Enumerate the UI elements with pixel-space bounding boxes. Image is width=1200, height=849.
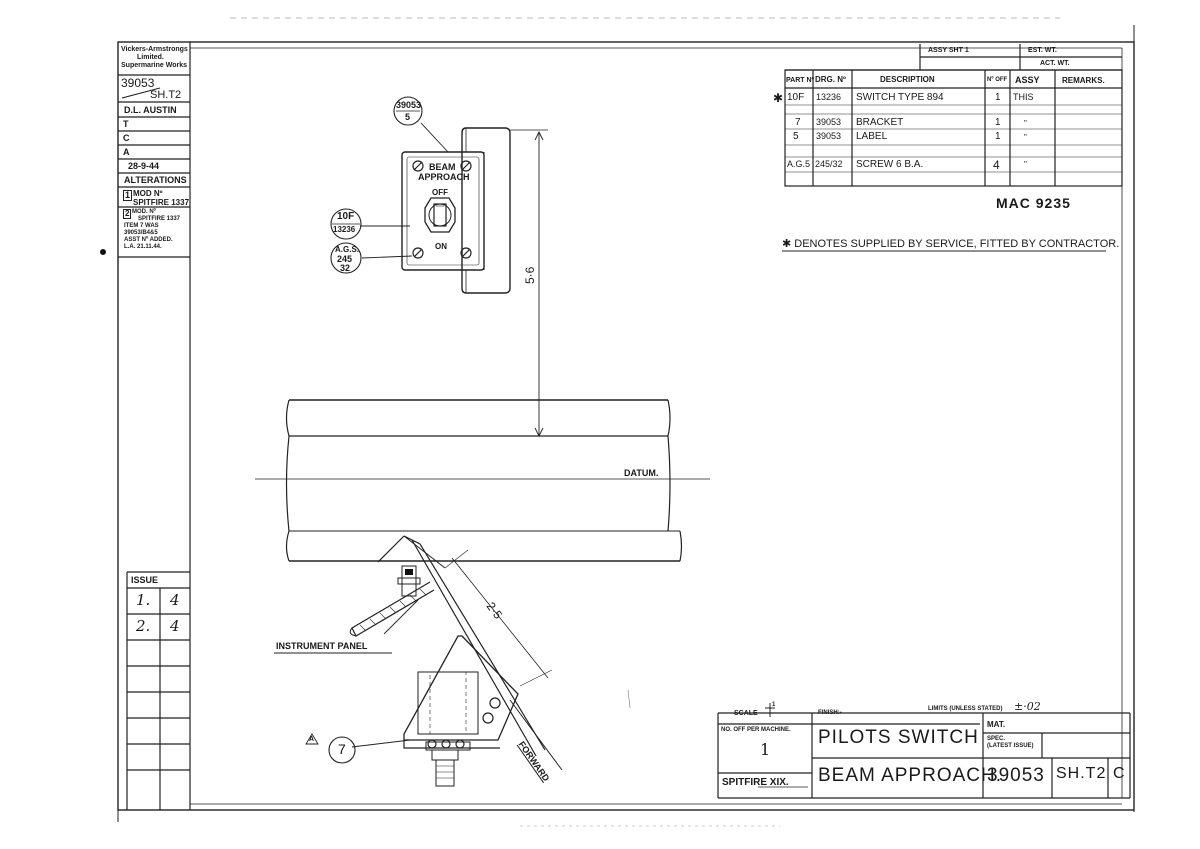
screw-callout-size: 32 bbox=[340, 263, 351, 273]
row-4-drg: 245/32 bbox=[815, 159, 843, 169]
alteration-2-line-3: ITEM 7 WAS bbox=[124, 223, 159, 229]
row-3-desc: LABEL bbox=[856, 131, 888, 142]
no-off-value: 1 bbox=[760, 740, 771, 759]
no-off-label: NO. OFF PER MACHINE. bbox=[721, 727, 791, 733]
label-callout-drg: 39053 bbox=[396, 100, 422, 110]
row-3-drg: 39053 bbox=[816, 131, 842, 141]
col-header-part: PART Nº bbox=[786, 77, 815, 84]
screw-callout-spec: 245 bbox=[337, 254, 353, 264]
company-line-1: Vickers-Armstrongs bbox=[121, 46, 188, 53]
row-3-off: 1 bbox=[995, 131, 1001, 142]
datum-rail bbox=[255, 399, 710, 562]
issue-2-no: 2. bbox=[136, 617, 151, 635]
sidebar-approver: A bbox=[123, 147, 130, 157]
switch-callout-part: 10F bbox=[337, 211, 355, 222]
alteration-2-line-6: L.A. 21.11.44. bbox=[124, 244, 162, 250]
row-2-assy: " bbox=[1024, 119, 1027, 128]
assy-ref: ASSY SHT 1 bbox=[928, 47, 969, 54]
alteration-2-line-2: SPITFIRE 1337 bbox=[138, 216, 181, 222]
alteration-2-line-5: ASST Nº ADDED. bbox=[124, 237, 173, 243]
limits-label: LIMITS (UNLESS STATED) bbox=[928, 706, 1003, 712]
row-1-desc: SWITCH TYPE 894 bbox=[856, 92, 944, 103]
supply-note: ✱ DENOTES SUPPLIED BY SERVICE, FITTED BY… bbox=[782, 238, 1120, 250]
alteration-2-text: MOD. Nº SPITFIRE 1337 ITEM 7 WAS 39053/B… bbox=[124, 209, 181, 251]
row-2-drg: 39053 bbox=[816, 117, 842, 127]
vertical-dimension: 5·6 bbox=[523, 266, 537, 284]
scale-value: 1 bbox=[772, 702, 776, 708]
row-2-part: 7 bbox=[795, 117, 801, 128]
col-header-drg: DRG. Nº bbox=[815, 75, 846, 84]
title-sheet: SH.T2 bbox=[1056, 765, 1107, 782]
sidebar-drawing-no: 39053 bbox=[121, 76, 155, 90]
panel-text-off: OFF bbox=[432, 188, 448, 197]
sidebar-checker: C bbox=[123, 133, 130, 143]
company-name: Vickers-Armstrongs Limited. Supermarine … bbox=[121, 46, 188, 70]
issue-1-no: 1. bbox=[136, 591, 151, 609]
panel-text-approach: APPROACH bbox=[418, 172, 470, 182]
screw-callout-part: A.G.S. bbox=[335, 245, 360, 254]
sidebar-sheet: SH.T2 bbox=[150, 89, 182, 101]
drawing-title-1: PILOTS SWITCH bbox=[818, 727, 979, 748]
sidebar-draughtsman: D.L. AUSTIN bbox=[124, 105, 177, 115]
alteration-2-line-4: 39053/B4&5 bbox=[124, 230, 158, 236]
row-1-drg: 13236 bbox=[816, 92, 842, 102]
aircraft-label: SPITFIRE XIX. bbox=[722, 777, 789, 788]
bracket-mark: A bbox=[309, 736, 315, 743]
row-2-desc: BRACKET bbox=[856, 117, 904, 128]
label-callout-item: 5 bbox=[405, 112, 411, 122]
est-wt-label: EST. WT. bbox=[1028, 47, 1057, 54]
row-4-assy: " bbox=[1024, 160, 1027, 169]
act-wt-label: ACT. WT. bbox=[1040, 60, 1070, 67]
bracket-side-view bbox=[349, 535, 563, 787]
title-issue-letter: C bbox=[1113, 765, 1126, 782]
title-drawing-no: 39053 bbox=[987, 765, 1045, 786]
company-line-2: Limited. bbox=[137, 54, 164, 61]
row-1-assy: THIS bbox=[1013, 92, 1034, 102]
sidebar-tracer: T bbox=[123, 119, 129, 129]
spec-label: SPEC. bbox=[987, 736, 1006, 742]
issue-1-value: 4 bbox=[170, 591, 180, 609]
instrument-panel-label: INSTRUMENT PANEL bbox=[276, 641, 368, 651]
row-4-part: A.G.5 bbox=[787, 159, 811, 169]
switch-assembly bbox=[401, 127, 511, 294]
bracket-callout: 7 bbox=[338, 741, 346, 757]
col-header-assy: ASSY bbox=[1015, 75, 1040, 85]
limits-value: ±·02 bbox=[1014, 700, 1041, 713]
latest-issue-label: (LATEST ISSUE) bbox=[987, 743, 1034, 749]
row-3-part: 5 bbox=[793, 131, 799, 142]
datum-label: DATUM. bbox=[624, 468, 659, 478]
row-4-off: 4 bbox=[993, 158, 1000, 172]
col-header-desc: DESCRIPTION bbox=[880, 75, 935, 84]
col-header-off: Nº OFF bbox=[987, 77, 1008, 83]
row-1-part: 10F bbox=[787, 92, 805, 103]
alteration-1-line-1: MOD Nº bbox=[133, 189, 163, 198]
row-2-off: 1 bbox=[995, 117, 1001, 128]
alteration-1-no: 1 bbox=[123, 190, 133, 201]
issue-label: ISSUE bbox=[131, 575, 159, 585]
mat-label: MAT. bbox=[987, 720, 1006, 729]
alteration-2-line-1: MOD. Nº bbox=[132, 209, 156, 215]
panel-text-beam: BEAM bbox=[429, 162, 456, 172]
sidebar-date: 28-9-44 bbox=[128, 161, 160, 171]
sidebar-alterations-label: ALTERATIONS bbox=[124, 175, 187, 185]
row-1-mark: ✱ bbox=[773, 91, 784, 105]
alteration-1-text: MOD Nº SPITFIRE 1337 bbox=[133, 189, 189, 207]
company-line-3: Supermarine Works bbox=[121, 62, 188, 69]
mac-number: MAC 9235 bbox=[996, 195, 1071, 211]
col-header-remarks: REMARKS. bbox=[1062, 76, 1105, 85]
panel-text-on: ON bbox=[435, 242, 447, 251]
alteration-1-line-2: SPITFIRE 1337 bbox=[133, 198, 190, 207]
finish-label: FINISH:- bbox=[818, 710, 842, 716]
scale-label: SCALE bbox=[734, 710, 758, 717]
drawing-title-2: BEAM APPROACH. bbox=[818, 765, 1002, 786]
switch-callout-drg: 13236 bbox=[333, 225, 356, 234]
row-1-off: 1 bbox=[995, 92, 1001, 103]
row-4-desc: SCREW 6 B.A. bbox=[856, 159, 924, 170]
row-3-assy: " bbox=[1024, 133, 1027, 142]
alteration-2-no: 2 bbox=[123, 209, 132, 219]
issue-2-value: 4 bbox=[170, 617, 180, 635]
